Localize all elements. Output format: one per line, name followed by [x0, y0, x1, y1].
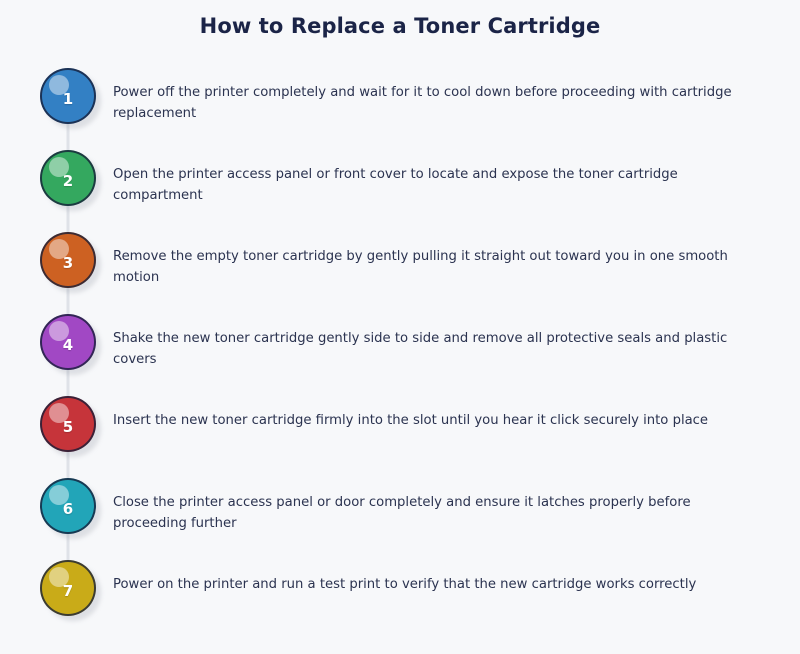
step-description: Remove the empty toner cartridge by gent…: [113, 249, 728, 285]
step-marker: 5: [40, 396, 101, 457]
step-item: 6 Close the printer access panel or door …: [0, 478, 800, 560]
step-description: Power on the printer and run a test prin…: [113, 577, 697, 592]
step-item: 3 Remove the empty toner cartridge by gen…: [0, 232, 800, 314]
step-number-label: 4: [62, 335, 74, 354]
gloss-highlight-icon: [49, 75, 69, 95]
step-marker: 3: [40, 232, 101, 293]
step-number-label: 5: [62, 417, 74, 436]
step-number-label: 1: [62, 89, 74, 108]
step-number-label: 7: [62, 581, 74, 600]
page-title: How to Replace a Toner Cartridge: [199, 14, 601, 38]
gloss-highlight-icon: [49, 567, 69, 587]
step-number-circle: 6: [40, 478, 96, 534]
step-number-circle: 5: [40, 396, 96, 452]
step-number-circle: 7: [40, 560, 96, 616]
gloss-highlight-icon: [49, 485, 69, 505]
step-number-label: 3: [62, 253, 74, 272]
step-number-label: 2: [62, 171, 74, 190]
step-description: Open the printer access panel or front c…: [113, 167, 678, 203]
step-description: Close the printer access panel or door c…: [113, 495, 691, 531]
step-marker: 6: [40, 478, 101, 539]
step-number-circle: 4: [40, 314, 96, 370]
step-item: 5 Insert the new toner cartridge firmly i…: [0, 396, 800, 478]
gloss-highlight-icon: [49, 239, 69, 259]
step-number-circle: 1: [40, 68, 96, 124]
step-number-circle: 2: [40, 150, 96, 206]
gloss-highlight-icon: [49, 321, 69, 341]
step-description: Insert the new toner cartridge firmly in…: [113, 413, 709, 428]
gloss-highlight-icon: [49, 403, 69, 423]
step-marker: 7: [40, 560, 101, 621]
step-item: 1 Power off the printer completely and wa…: [0, 68, 800, 150]
step-number-circle: 3: [40, 232, 96, 288]
step-description: Shake the new toner cartridge gently sid…: [113, 331, 728, 367]
step-item: 7 Power on the printer and run a test pri…: [0, 560, 800, 642]
gloss-highlight-icon: [49, 157, 69, 177]
step-item: 4 Shake the new toner cartridge gently si…: [0, 314, 800, 396]
step-item: 2 Open the printer access panel or front …: [0, 150, 800, 232]
step-description: Power off the printer completely and wai…: [113, 85, 732, 121]
step-marker: 2: [40, 150, 101, 211]
step-marker: 1: [40, 68, 101, 129]
step-number-label: 6: [62, 499, 74, 518]
step-marker: 4: [40, 314, 101, 375]
